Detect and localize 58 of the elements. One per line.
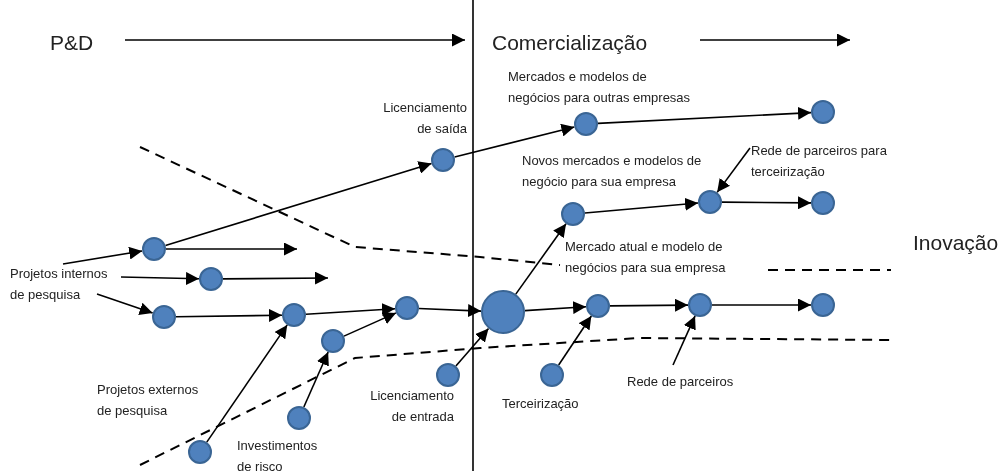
node-caption: Investimentos de risco (237, 437, 319, 471)
circle-node (395, 296, 419, 320)
arrow (165, 242, 298, 256)
circle-node (811, 293, 835, 317)
circle-node (811, 100, 835, 124)
arrow (175, 308, 283, 322)
arrow (515, 222, 567, 295)
node-label: Rede de parceiros (627, 371, 757, 392)
circle-node (586, 294, 610, 318)
arrow (609, 298, 689, 312)
circle-node (688, 293, 712, 317)
stage-heading: Comercialização (492, 30, 648, 56)
arrow (343, 312, 397, 337)
stage-heading: P&D (50, 30, 94, 56)
region-label: Mercado atual e modelo de negócios para sua empresa (565, 238, 727, 277)
arrow (711, 298, 812, 312)
circle-node (481, 290, 525, 334)
circle-node (436, 363, 460, 387)
arrow (120, 271, 200, 285)
circle-node (561, 202, 585, 226)
circle-node (540, 363, 564, 387)
circle-node (321, 329, 345, 353)
arrow (303, 351, 329, 408)
circle-node (431, 148, 455, 172)
node-label: Rede de parceiros para terceirização (751, 140, 916, 182)
circle-node (811, 191, 835, 215)
arrow (597, 106, 812, 125)
arrow (524, 301, 587, 315)
circle-node (188, 440, 212, 464)
circle-node (142, 237, 166, 261)
arrow (62, 246, 143, 265)
node-caption: Terceirização (502, 395, 580, 413)
circle-node (574, 112, 598, 136)
circle-node (152, 305, 176, 329)
arrow (164, 161, 433, 247)
arrow (305, 303, 396, 317)
arrow (222, 271, 329, 285)
arrow (557, 315, 593, 366)
node-caption: Projetos externos de pesquisa (97, 381, 200, 420)
region-label: Novos mercados e modelos de negócio para sua empresa (522, 152, 703, 191)
node-label: Projetos internos de pesquisa (10, 263, 120, 305)
circle-node (698, 190, 722, 214)
arrow (584, 197, 699, 214)
node-caption: Licenciamento de saída (382, 99, 467, 138)
node-caption: Licenciamento de entrada (369, 387, 454, 426)
circle-node (282, 303, 306, 327)
region-label: Mercados e modelos de negócios para outras empresas (508, 68, 692, 107)
arrow (721, 196, 812, 210)
arrow (206, 324, 288, 443)
circle-node (287, 406, 311, 430)
arrow (453, 123, 576, 158)
arrow (96, 293, 154, 316)
arrow (455, 327, 490, 367)
stage-heading: Inovação (913, 230, 999, 256)
arrow (672, 315, 696, 366)
arrow (418, 304, 482, 318)
circle-node (199, 267, 223, 291)
arrow (716, 147, 751, 194)
